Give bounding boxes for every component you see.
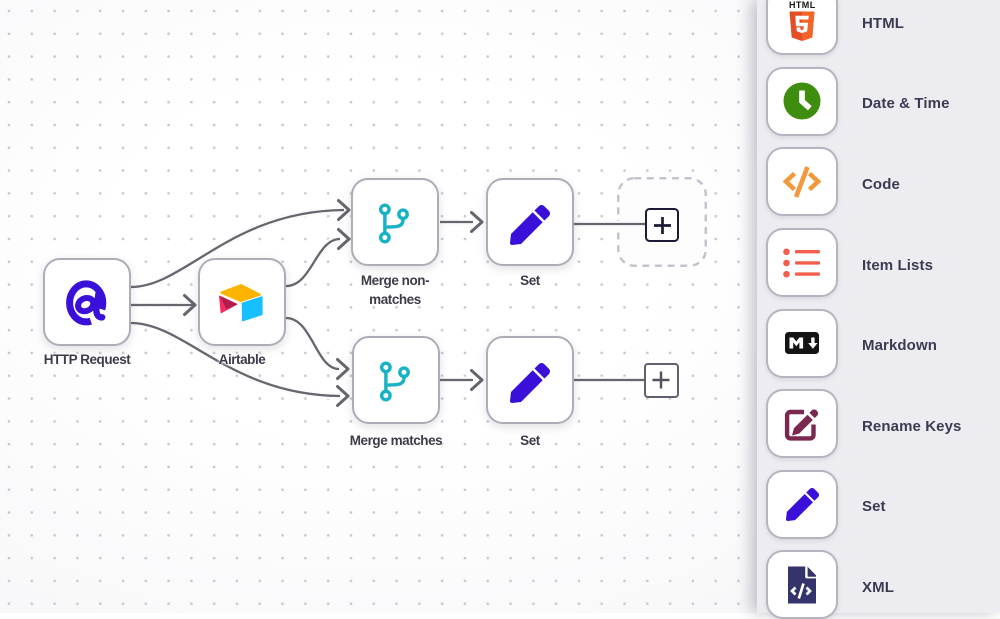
svg-text:HTML: HTML bbox=[789, 0, 815, 10]
